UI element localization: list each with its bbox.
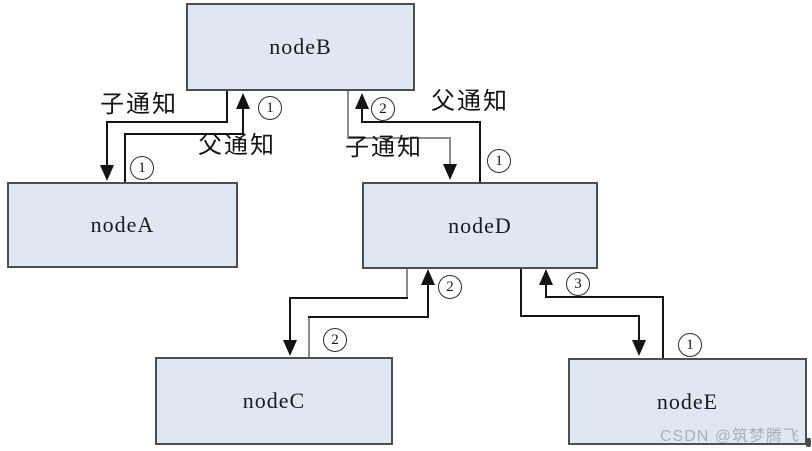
connector-segment [124, 133, 126, 182]
arrowhead-up-icon [421, 269, 435, 285]
connector-segment [106, 121, 108, 167]
connector-segment [449, 137, 451, 167]
node-b: nodeB [186, 3, 415, 91]
edge-label-bd-parent: 父通知 [431, 89, 509, 115]
node-a-label: nodeA [90, 212, 155, 237]
step-badge-near-b-right: 2 [371, 97, 395, 121]
corner-mark [806, 438, 811, 447]
step-badge-near-d-bottom-right: 3 [566, 272, 590, 296]
arrowhead-up-icon [236, 93, 250, 109]
node-d: nodeD [362, 182, 598, 269]
connector-segment [242, 107, 244, 135]
connector-segment [347, 91, 349, 139]
connector-segment [520, 269, 522, 317]
connector-segment [226, 91, 228, 123]
node-e: nodeE [568, 358, 807, 445]
connector-segment [545, 284, 547, 298]
connector-segment [406, 269, 408, 299]
node-c-label: nodeC [242, 388, 306, 413]
connector-segment [289, 297, 291, 342]
edge-label-bd-child: 子通知 [345, 135, 423, 161]
connector-segment [106, 121, 228, 123]
csdn-watermark: CSDN @筑梦腾飞 [660, 428, 801, 445]
step-badge-near-d-bottom-left: 2 [438, 275, 462, 299]
node-e-label: nodeE [656, 388, 719, 414]
step-badge-near-a: 1 [130, 156, 154, 180]
arrowhead-down-icon [443, 164, 457, 180]
arrowhead-down-icon [283, 340, 297, 356]
step-badge-near-b-left: 1 [258, 96, 282, 120]
connector-segment [361, 107, 363, 123]
connector-segment [479, 121, 481, 182]
connector-segment [427, 284, 429, 318]
arrowhead-up-icon [355, 93, 369, 109]
connector-segment [662, 296, 664, 358]
connector-segment [520, 315, 640, 317]
step-badge-near-d-top: 1 [487, 149, 511, 173]
connector-segment [361, 121, 481, 123]
edge-label-ab-parent: 父通知 [198, 133, 276, 159]
connector-segment [545, 296, 664, 298]
arrowhead-down-icon [632, 340, 646, 356]
node-c: nodeC [155, 357, 393, 445]
connector-segment [638, 315, 640, 342]
edge-label-ab-child: 子通知 [100, 92, 178, 118]
arrowhead-up-icon [539, 269, 553, 285]
connector-segment [289, 297, 408, 299]
step-badge-near-e: 1 [678, 333, 702, 357]
arrowhead-down-icon [100, 165, 114, 181]
connector-segment [308, 316, 429, 318]
node-a: nodeA [7, 182, 238, 268]
step-badge-near-c: 2 [323, 328, 347, 352]
node-d-label: nodeD [448, 212, 512, 238]
connector-segment [124, 133, 244, 135]
node-b-label: nodeB [269, 34, 332, 59]
connector-segment [308, 316, 310, 357]
connector-segment [347, 137, 451, 139]
